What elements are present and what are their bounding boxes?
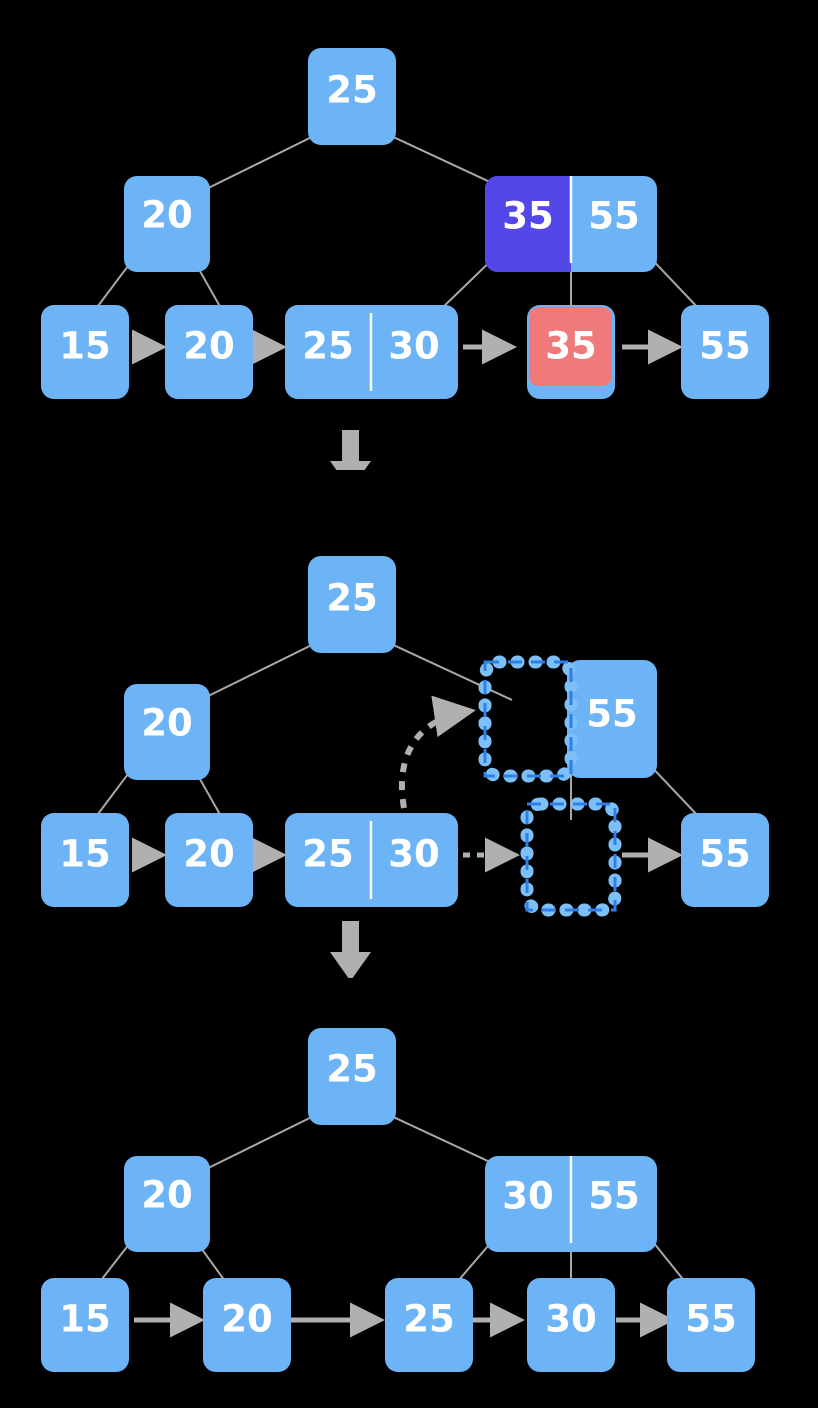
node-leaf-20-panel1[interactable]: 20 — [165, 305, 253, 399]
panel-after: 25 20 30 55 15 20 25 30 — [41, 1028, 755, 1372]
node-internal-30-55-panel3[interactable]: 30 55 — [485, 1156, 657, 1252]
key-cell-30: 30 — [545, 1298, 597, 1341]
key-cell-20: 20 — [141, 1174, 193, 1217]
key-cell-25: 25 — [326, 1048, 378, 1091]
edge-root-left — [191, 635, 331, 705]
key-cell-20: 20 — [183, 325, 235, 368]
node-leaf-ghost-panel2[interactable] — [520, 797, 622, 917]
key-cell-25: 25 — [302, 325, 354, 368]
node-internal-35-55-panel1[interactable]: 35 55 — [485, 176, 657, 272]
node-leaf-55-panel2[interactable]: 55 — [681, 813, 769, 907]
node-leaf-30-panel3[interactable]: 30 — [527, 1278, 615, 1372]
key-highlight-35 — [485, 176, 571, 272]
key-cell-15: 15 — [59, 1298, 111, 1341]
key-cell-20: 20 — [183, 833, 235, 876]
node-root-25-panel3[interactable]: 25 — [308, 1028, 396, 1125]
step-arrow-2 — [330, 921, 371, 978]
edge-root-left — [191, 1107, 331, 1177]
node-leaf-15-panel3[interactable]: 15 — [41, 1278, 129, 1372]
key-cell-15: 15 — [59, 833, 111, 876]
node-leaf-15-panel2[interactable]: 15 — [41, 813, 129, 907]
node-leaf-25-panel3[interactable]: 25 — [385, 1278, 473, 1372]
key-cell-55: 55 — [699, 833, 751, 876]
node-internal-20-panel2[interactable]: 20 — [124, 684, 210, 780]
node-leaf-20-panel2[interactable]: 20 — [165, 813, 253, 907]
key-cell-25: 25 — [326, 69, 378, 112]
key-cell-30: 30 — [388, 325, 440, 368]
step-arrow-1 — [330, 430, 371, 470]
key-cell-20: 20 — [141, 702, 193, 745]
node-internal-20-panel1[interactable]: 20 — [124, 176, 210, 272]
key-cell-55: 55 — [699, 325, 751, 368]
promotion-arrow — [398, 695, 476, 809]
key-cell-30: 30 — [502, 1175, 554, 1218]
key-cell-25: 25 — [302, 833, 354, 876]
edge-root-left — [191, 127, 331, 197]
node-leaf-25-30-panel1[interactable]: 25 30 — [285, 305, 458, 399]
cell-55 — [567, 660, 657, 778]
key-cell-55: 55 — [685, 1298, 737, 1341]
key-cell-25: 25 — [326, 577, 378, 620]
node-leaf-35-panel1[interactable]: 35 — [527, 305, 615, 399]
node-root-25-panel2[interactable]: 25 — [308, 556, 396, 653]
key-cell-20: 20 — [141, 194, 193, 237]
node-leaf-55-panel1[interactable]: 55 — [681, 305, 769, 399]
ghost-empty-cell-internal — [478, 655, 578, 783]
panel-before: 25 20 35 55 15 20 25 30 — [41, 48, 769, 470]
key-cell-25: 25 — [403, 1298, 455, 1341]
key-cell-20: 20 — [221, 1298, 273, 1341]
node-leaf-25-30-panel2[interactable]: 25 30 — [285, 813, 458, 907]
node-leaf-55-panel3[interactable]: 55 — [667, 1278, 755, 1372]
key-cell-55: 55 — [588, 195, 640, 238]
node-leaf-15-panel1[interactable]: 15 — [41, 305, 129, 399]
key-cell-35: 35 — [545, 325, 597, 368]
key-cell-55: 55 — [586, 693, 638, 736]
node-leaf-20-panel3[interactable]: 20 — [203, 1278, 291, 1372]
node-internal-20-panel3[interactable]: 20 — [124, 1156, 210, 1252]
key-cell-35: 35 — [502, 195, 554, 238]
delete-highlight-35 — [529, 307, 612, 386]
key-cell-30: 30 — [388, 833, 440, 876]
node-internal-ghost-55-panel2[interactable]: 55 — [478, 655, 657, 783]
node-root-25-panel1[interactable]: 25 — [308, 48, 396, 145]
key-cell-15: 15 — [59, 325, 111, 368]
panel-during: 25 20 55 15 20 25 30 — [41, 556, 769, 978]
key-cell-55: 55 — [588, 1175, 640, 1218]
